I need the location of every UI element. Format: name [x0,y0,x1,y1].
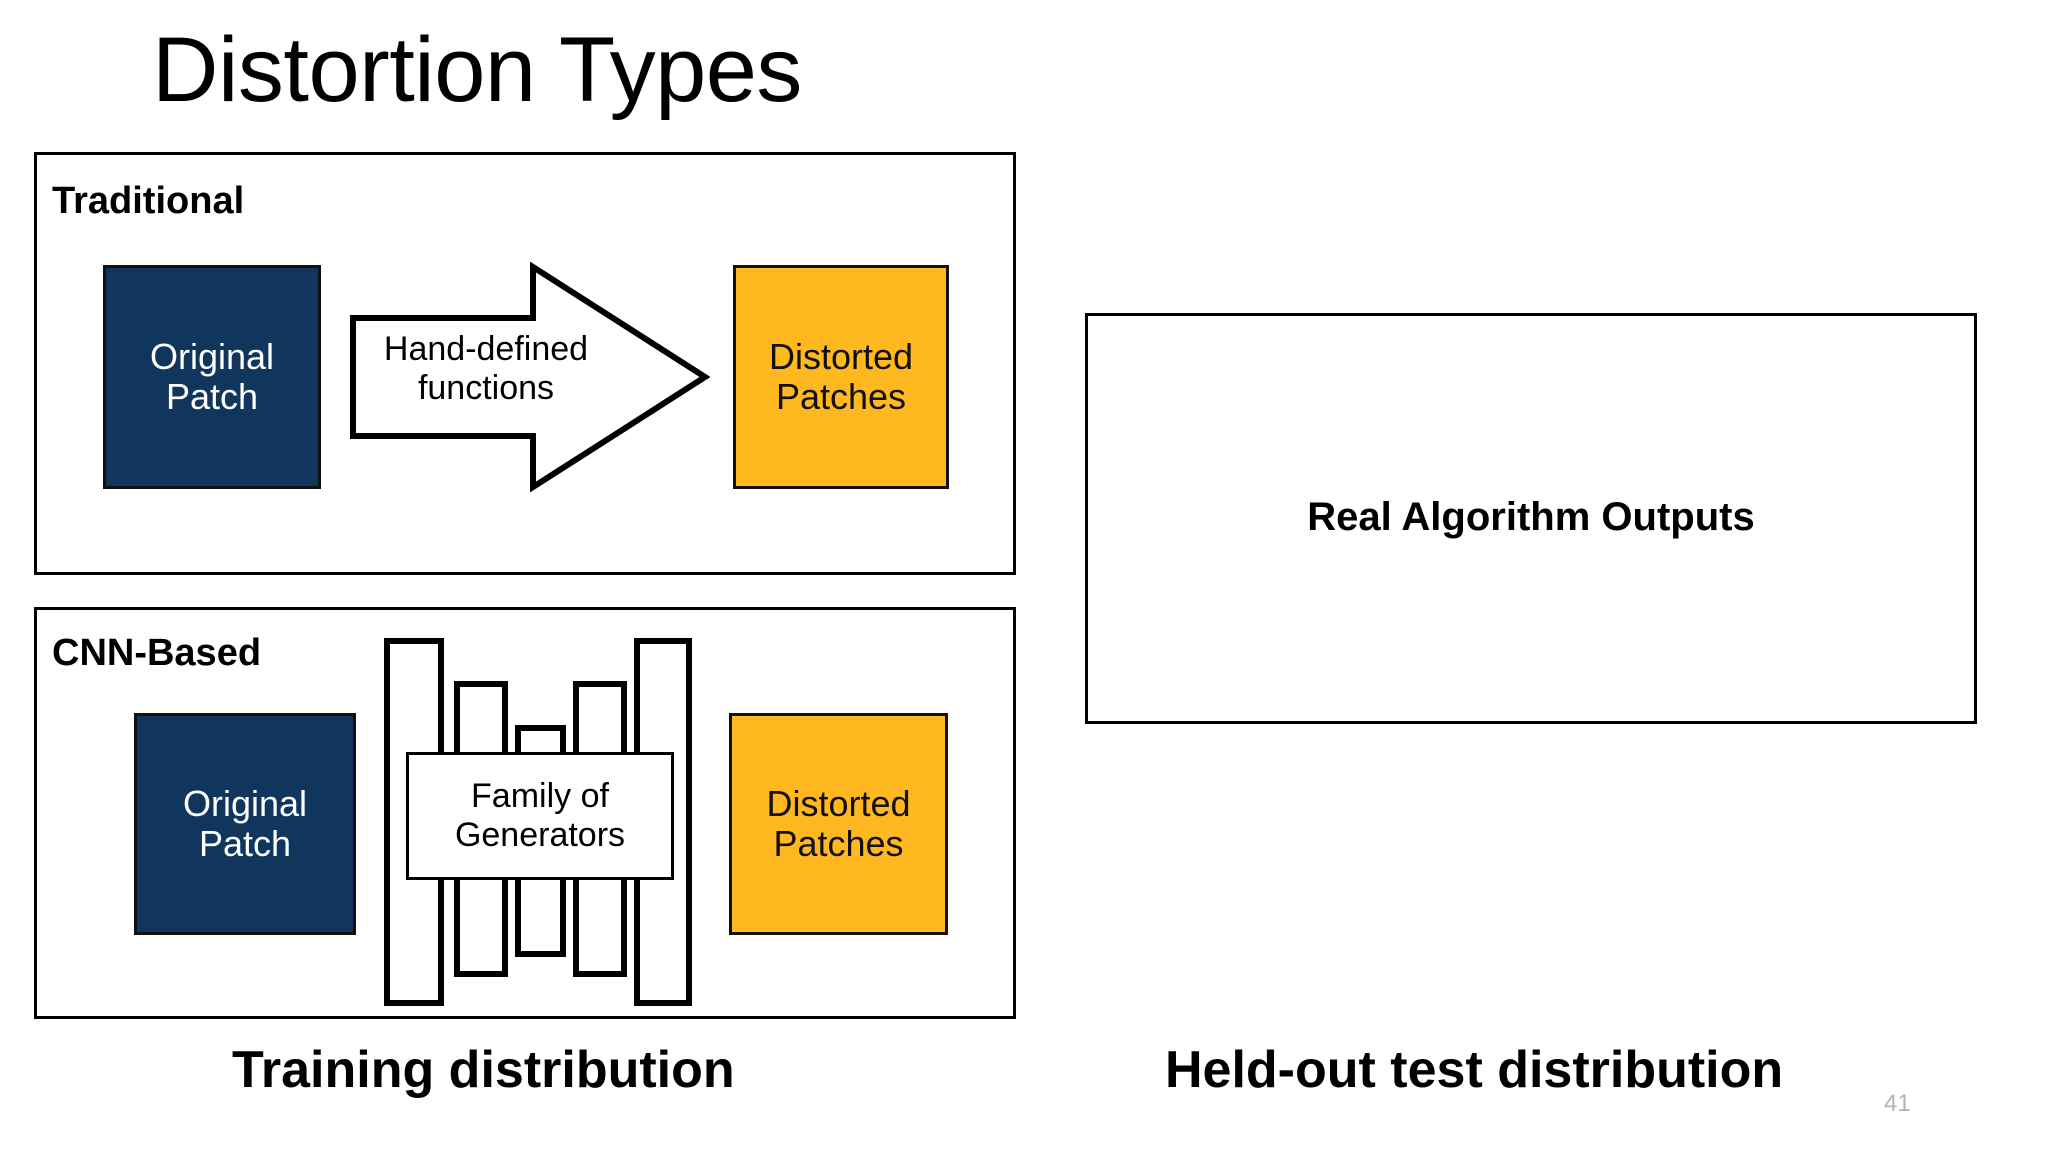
hand-defined-functions-arrow-icon [348,262,710,492]
page-title: Distortion Types [152,19,802,121]
traditional-original-patch-box: Original Patch [103,265,321,489]
cnn-original-patch-line1: Original [182,782,308,824]
cnn-distorted-patch-box: Distorted Patches [729,713,948,935]
traditional-distorted-patch-line2: Patches [775,376,907,417]
traditional-original-patch-line2: Patch [165,376,259,417]
cnn-original-patch-box: Original Patch [134,713,356,935]
panel-traditional-label: Traditional [52,180,245,222]
real-algorithm-outputs-label: Real Algorithm Outputs [1307,495,1755,539]
panel-real-algorithm-outputs [1085,313,1977,724]
caption-held-out-test-distribution: Held-out test distribution [1165,1041,1784,1099]
slide-page-number: 41 [1884,1090,1911,1117]
cnn-original-patch-line2: Patch [198,823,292,864]
traditional-transform-caption: Hand-defined functions [366,330,606,409]
traditional-transform-line2: functions [417,369,555,408]
cnn-transform-line1: Family of [471,776,609,815]
cnn-distorted-patch-line2: Patches [773,823,904,864]
cnn-transform-caption: Family of Generators [406,752,674,880]
cnn-transform-line2: Generators [454,816,626,854]
traditional-distorted-patch-line1: Distorted [768,335,914,377]
traditional-transform-line1: Hand-defined [383,330,589,368]
traditional-original-patch-line1: Original [149,335,275,377]
panel-cnn-based-label: CNN-Based [52,632,262,674]
traditional-distorted-patch-box: Distorted Patches [733,265,949,489]
cnn-distorted-patch-line1: Distorted [766,782,911,824]
caption-training-distribution: Training distribution [232,1041,735,1099]
